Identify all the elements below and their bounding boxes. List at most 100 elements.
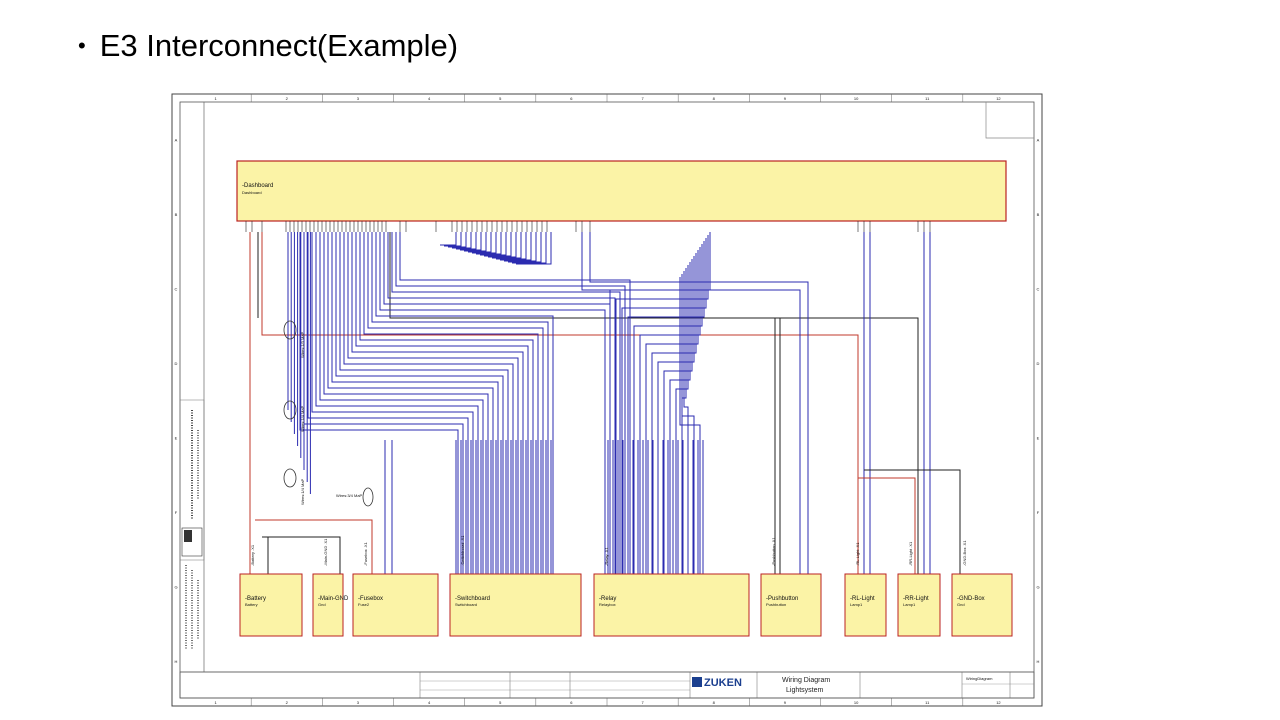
drawing-name: WiringDiagram [966,676,993,681]
component-box [312,573,344,637]
wire [468,232,492,253]
row-letter: B [1037,212,1040,217]
wire [379,232,606,574]
dashboard-block: -Dashboard Dashboard [236,160,1007,222]
component-name: -Main-GND [318,596,349,602]
column-number: 5 [499,96,502,101]
connector-label: -RL-Light .X1 [855,542,860,566]
column-number: 1 [214,96,217,101]
component-name: -Battery [245,596,266,602]
component-name: -Relay [599,596,616,602]
wire [399,232,631,574]
component-box [951,573,1013,637]
wire [516,232,552,265]
connector-label: -Main-GND .X1 [323,538,328,566]
wire [679,277,701,574]
wire [355,232,529,574]
wire [367,232,544,574]
row-letter: H [1037,659,1040,664]
row-letter: C [1037,286,1040,291]
row-letter: A [1037,137,1040,142]
component-box [352,573,439,637]
connector-label: -Fusebox .X1 [363,541,368,566]
component-type: Battery [245,602,258,607]
wire [375,232,554,574]
wire [452,232,472,249]
column-number: 4 [428,96,431,101]
column-number: 5 [499,700,502,705]
component-name: -Switchboard [455,596,490,602]
component-type: Fuse2 [358,602,370,607]
component-type: Gnd [957,602,965,607]
column-number: 8 [713,700,716,705]
wire-bundle [245,221,961,574]
wire [319,232,484,574]
wire [512,232,547,264]
component-type: Lamp1 [903,602,916,607]
connector-label: -Battery .X1 [250,544,255,566]
column-number: 11 [925,700,930,705]
wire [460,232,482,251]
wire [371,232,549,574]
connector-label: -Pushbutton .X1 [771,537,776,566]
wire [472,232,497,254]
component-type: Lamp1 [850,602,863,607]
wire [339,232,509,574]
connector-label: -GND-Box .X1 [962,540,967,566]
wire [858,477,916,574]
column-number: 8 [713,96,716,101]
corner-bracket [985,102,1034,139]
bullet-point: • [78,33,86,58]
column-number: 3 [357,96,360,101]
slide-title: • E3 Interconnect(Example) [78,28,458,64]
column-number: 3 [357,700,360,705]
wire [504,232,537,262]
zuken-logo: ZUKEN [704,677,742,689]
component-name: -Fusebox [358,596,383,602]
column-number: 2 [286,96,289,101]
row-letter: H [175,659,178,664]
wire [343,232,514,574]
cable-ellipses [283,320,374,507]
column-number: 12 [996,96,1001,101]
wire [639,247,701,574]
row-letter: A [175,137,178,142]
wire [391,232,621,574]
wire [315,232,479,574]
column-number: 6 [570,700,573,705]
component-type: Gnd [318,602,326,607]
wire [359,232,534,574]
wire [651,253,697,574]
cable-label-4: Wires:3/4 MaP [336,493,363,498]
column-number: 12 [996,700,1001,705]
column-number: 10 [854,96,859,101]
column-number: 6 [570,96,573,101]
component-box [593,573,750,637]
title-block: ZUKEN Wiring Diagram Lightsystem WiringD… [179,671,1035,699]
wire [440,232,457,246]
slide-title-text: E3 Interconnect(Example) [99,28,459,63]
wire [255,519,373,574]
wire [307,232,469,574]
wire [488,232,517,258]
wire [492,232,522,259]
column-number: 4 [428,700,431,705]
column-number: 2 [286,700,289,705]
wire [621,238,707,574]
component-type: Pushbutton [766,602,786,607]
wire [395,232,626,574]
wire [262,536,341,574]
dashboard-sublabel: Dashboard [242,190,262,195]
component-box [449,573,582,637]
wire [335,232,504,574]
wire [347,232,519,574]
row-letter: G [1036,584,1039,589]
component-type: Switchboard [455,602,477,607]
row-letter: F [175,510,178,515]
wire [645,250,699,574]
row-letter: C [175,286,178,291]
